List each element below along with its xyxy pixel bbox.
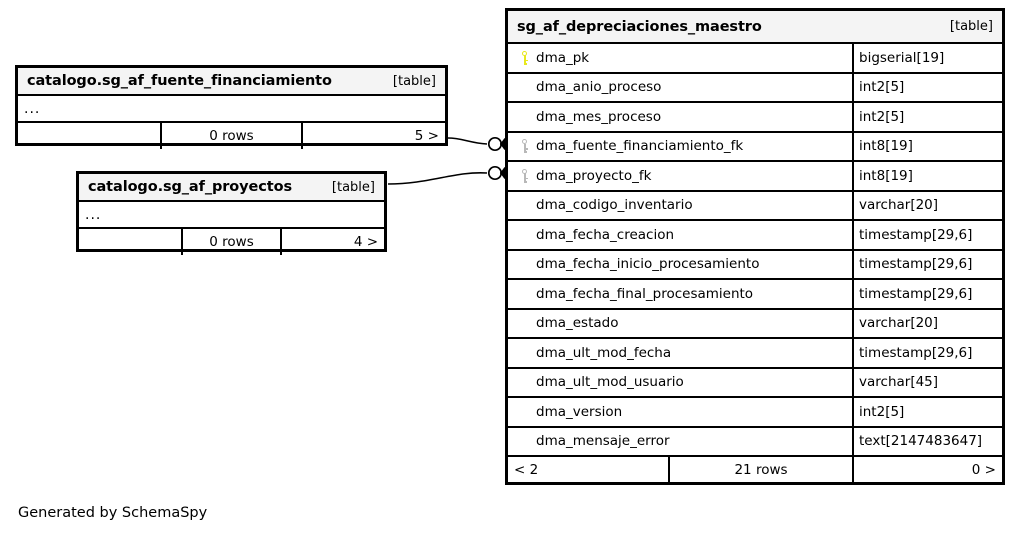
table-footer: < 2 21 rows 0 > [508, 457, 1002, 483]
column-name-label: dma_codigo_inventario [536, 197, 693, 214]
table-title: sg_af_depreciaciones_maestro [517, 18, 762, 35]
column-name-cell: dma_fecha_final_procesamiento [508, 280, 854, 308]
column-type-cell: varchar[20] [859, 197, 939, 214]
column-name-label: dma_mes_proceso [536, 108, 662, 125]
column-name-cell: dma_estado [508, 309, 854, 337]
column-row[interactable]: dma_fuente_financiamiento_fk int8[19] [508, 132, 1002, 162]
table-header: sg_af_depreciaciones_maestro [table] [508, 11, 1002, 44]
column-type-cell: int8[19] [859, 138, 913, 155]
column-list: dma_pk bigserial[19] dma_anio_proceso int2[… [508, 44, 1002, 457]
table-title: catalogo.sg_af_proyectos [88, 179, 292, 195]
column-name-label: dma_ult_mod_fecha [536, 344, 672, 361]
table-footer: 0 rows 4 > [79, 229, 384, 255]
column-row[interactable]: dma_fecha_creacion timestamp[29,6] [508, 221, 1002, 251]
column-name-cell: dma_mensaje_error [508, 427, 854, 455]
column-name-cell: dma_fuente_financiamiento_fk [508, 132, 854, 160]
column-name-cell: dma_fecha_inicio_procesamiento [508, 250, 854, 278]
collapsed-columns-indicator: ... [18, 96, 445, 123]
column-name-cell: dma_codigo_inventario [508, 191, 854, 219]
column-row[interactable]: dma_fecha_final_procesamiento timestamp[2… [508, 280, 1002, 310]
column-name-label: dma_proyecto_fk [536, 167, 652, 184]
column-type-cell: bigserial[19] [859, 49, 945, 66]
column-type-cell: varchar[45] [859, 374, 939, 391]
column-name-label: dma_ult_mod_usuario [536, 374, 684, 391]
column-row[interactable]: dma_mes_proceso int2[5] [508, 103, 1002, 133]
column-type-cell: timestamp[29,6] [859, 256, 973, 273]
column-row[interactable]: dma_anio_proceso int2[5] [508, 73, 1002, 103]
table-catalogo-sg-af-fuente-financiamiento[interactable]: catalogo.sg_af_fuente_financiamiento [ta… [15, 65, 448, 149]
column-name-label: dma_anio_proceso [536, 79, 662, 96]
table-kind-label: [table] [331, 179, 375, 195]
table-header: catalogo.sg_af_proyectos [table] [79, 174, 384, 202]
column-type-cell: timestamp[29,6] [859, 285, 973, 302]
column-row[interactable]: dma_codigo_inventario varchar[20] [508, 191, 1002, 221]
column-name-label: dma_fecha_creacion [536, 226, 675, 243]
table-catalogo-sg-af-proyectos[interactable]: catalogo.sg_af_proyectos [table] ... 0 r… [76, 171, 387, 255]
column-row[interactable]: dma_ult_mod_fecha timestamp[29,6] [508, 339, 1002, 369]
column-name-label: dma_version [536, 403, 623, 420]
table-header: catalogo.sg_af_fuente_financiamiento [ta… [18, 68, 445, 96]
key-icon-foreign [514, 139, 536, 154]
column-type-cell: int8[19] [859, 167, 913, 184]
column-name-cell: dma_pk [508, 44, 854, 72]
table-sg-af-depreciaciones-maestro[interactable]: sg_af_depreciaciones_maestro [table] dma… [505, 8, 1005, 485]
column-name-cell: dma_ult_mod_usuario [508, 368, 854, 396]
column-name-label: dma_fecha_inicio_procesamiento [536, 256, 760, 273]
key-icon-foreign [514, 168, 536, 183]
table-kind-label: [table] [392, 73, 436, 89]
relationship-line-proyectos [387, 165, 506, 185]
column-row[interactable]: dma_ult_mod_usuario varchar[45] [508, 368, 1002, 398]
column-name-cell: dma_version [508, 398, 854, 426]
footer-next-link[interactable]: 0 > [971, 462, 996, 478]
key-icon-primary [514, 50, 536, 65]
column-name-label: dma_estado [536, 315, 619, 332]
column-name-label: dma_mensaje_error [536, 433, 670, 450]
column-type-cell: text[2147483647] [859, 433, 983, 450]
column-name-label: dma_fecha_final_procesamiento [536, 285, 754, 302]
column-row[interactable]: dma_mensaje_error text[2147483647] [508, 427, 1002, 457]
footer-prev-link[interactable]: < 2 [514, 462, 539, 478]
column-type-cell: int2[5] [859, 403, 905, 420]
relationship-line-fuente-financiamiento [447, 136, 506, 152]
footer-row-count: 21 rows [668, 457, 854, 483]
footer-row-count: 0 rows [160, 123, 303, 149]
column-row[interactable]: dma_proyecto_fk int8[19] [508, 162, 1002, 192]
footer-row-count: 0 rows [180, 229, 283, 255]
table-footer: 0 rows 5 > [18, 123, 445, 149]
table-title: catalogo.sg_af_fuente_financiamiento [27, 73, 332, 89]
column-row[interactable]: dma_estado varchar[20] [508, 309, 1002, 339]
table-kind-label: [table] [949, 19, 993, 34]
footer-next-link[interactable]: 5 > [414, 128, 439, 144]
footer-prev-link[interactable] [79, 229, 181, 255]
column-type-cell: timestamp[29,6] [859, 226, 973, 243]
column-name-cell: dma_proyecto_fk [508, 162, 854, 190]
column-type-cell: timestamp[29,6] [859, 344, 973, 361]
footer-prev-link[interactable] [18, 123, 160, 149]
column-name-cell: dma_mes_proceso [508, 103, 854, 131]
footer-next-link[interactable]: 4 > [353, 234, 379, 250]
collapsed-columns-indicator: ... [79, 202, 384, 229]
column-row[interactable]: dma_fecha_inicio_procesamiento timestamp[… [508, 250, 1002, 280]
column-type-cell: int2[5] [859, 108, 905, 125]
column-name-cell: dma_ult_mod_fecha [508, 339, 854, 367]
column-type-cell: varchar[20] [859, 315, 939, 332]
generated-by-caption: Generated by SchemaSpy [18, 505, 208, 521]
column-name-cell: dma_fecha_creacion [508, 221, 854, 249]
column-name-cell: dma_anio_proceso [508, 73, 854, 101]
column-row[interactable]: dma_version int2[5] [508, 398, 1002, 428]
column-type-cell: int2[5] [859, 79, 905, 96]
column-name-label: dma_fuente_financiamiento_fk [536, 138, 744, 155]
column-row[interactable]: dma_pk bigserial[19] [508, 44, 1002, 74]
column-name-label: dma_pk [536, 49, 590, 66]
